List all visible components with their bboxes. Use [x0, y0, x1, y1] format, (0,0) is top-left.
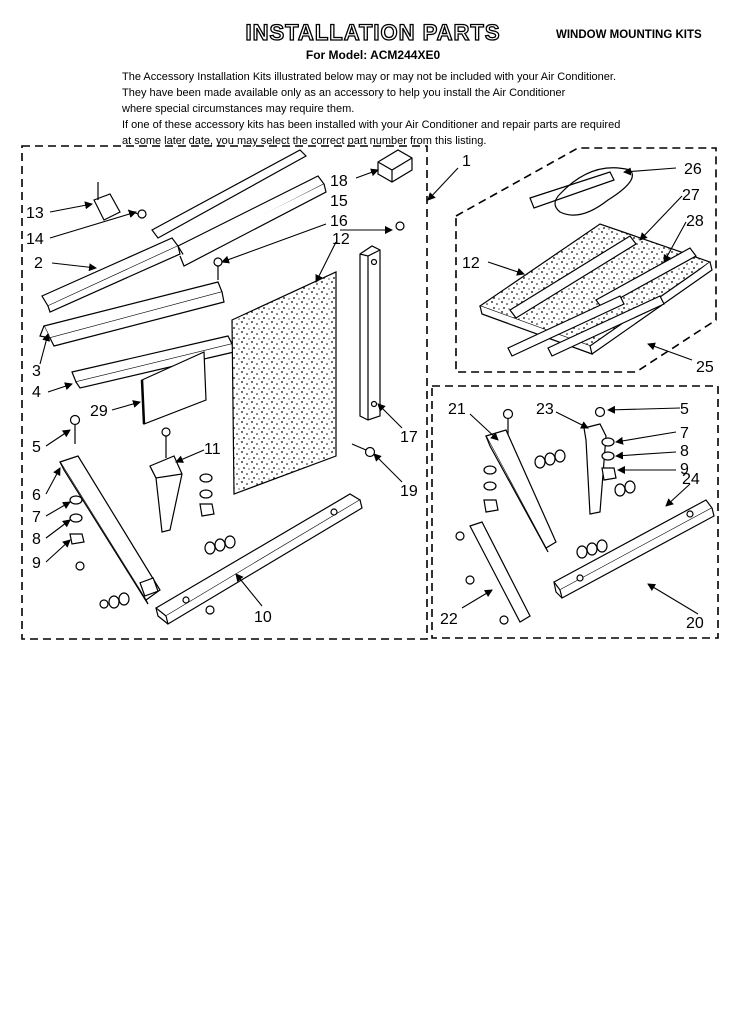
callout-21: 21 [448, 401, 466, 418]
intro-line: where special circumstances may require … [122, 103, 355, 115]
left-kit-box [21, 145, 428, 640]
callout-5: 5 [32, 439, 41, 456]
bracket-13 [93, 193, 121, 221]
callout-15: 15 [330, 193, 348, 210]
top-right-kit-box [455, 147, 717, 373]
callout-16: 16 [330, 213, 348, 230]
callout-8: 8 [32, 531, 41, 548]
callout-11: 11 [204, 441, 221, 458]
callout-26: 26 [684, 161, 702, 178]
channel-tr-2 [547, 295, 665, 357]
callout-23: 23 [536, 401, 554, 418]
top-right-kit-parts [478, 167, 713, 357]
arm-22 [469, 521, 531, 623]
arm-6 [59, 455, 161, 601]
page-title: INSTALLATION PARTS [245, 19, 501, 45]
intro-line: If one of these accessory kits has been … [122, 119, 621, 131]
callout-7: 7 [32, 509, 41, 526]
screw-15 [395, 221, 405, 231]
nut-9 [69, 533, 85, 545]
gasket-26 [554, 167, 633, 216]
callout-18: 18 [330, 173, 348, 190]
screw-16 [213, 257, 223, 267]
channel-17 [359, 245, 381, 421]
screw-14 [137, 209, 147, 219]
callout-28: 28 [686, 213, 704, 230]
callout-9: 9 [32, 555, 41, 572]
intro-line: at some later date, you may select the c… [122, 135, 487, 147]
callout-3: 3 [32, 363, 41, 380]
callout-17: 17 [400, 429, 418, 446]
washer-7 [69, 495, 83, 505]
callout-6: 6 [32, 487, 41, 504]
bracket-23 [583, 423, 607, 515]
callout-12-tr: 12 [462, 255, 480, 272]
intro-line: The Accessory Installation Kits illustra… [122, 71, 617, 83]
intro-text: The Accessory Installation Kits illustra… [122, 69, 722, 149]
bolt-5 [69, 414, 81, 426]
callout-24: 24 [682, 471, 700, 488]
kit-label: WINDOW MOUNTING KITS [556, 29, 702, 41]
callout-14: 14 [26, 231, 44, 248]
callout-25: 25 [696, 359, 714, 376]
bottom-right-kit-parts [455, 406, 715, 625]
channel-tr-1 [507, 295, 625, 357]
callout-19: 19 [400, 483, 418, 500]
intro-line: They have been made available only as an… [122, 87, 566, 99]
callout-1: 1 [462, 153, 471, 170]
strip-26 [529, 171, 615, 209]
model-subtitle: For Model: ACM244XE0 [305, 48, 441, 62]
rail-27 [509, 235, 637, 319]
callout-9-br: 9 [680, 461, 689, 478]
callout-4: 4 [32, 384, 41, 401]
callout-labels: 13 14 2 3 4 29 5 6 7 8 9 11 10 18 15 16 … [26, 153, 714, 632]
callout-27: 27 [682, 187, 700, 204]
leader-lines [39, 167, 699, 615]
rail-2 [41, 237, 179, 307]
callout-5-br: 5 [680, 401, 689, 418]
callout-20: 20 [686, 615, 704, 632]
callout-10: 10 [254, 609, 272, 626]
callout-7-br: 7 [680, 425, 689, 442]
panel-12 [231, 271, 337, 495]
callout-2: 2 [34, 255, 43, 272]
bottom-right-kit-box [431, 385, 719, 639]
callout-8-br: 8 [680, 443, 689, 460]
screw-19 [364, 446, 376, 458]
rail-top-1 [151, 149, 307, 239]
kit-boundaries [21, 145, 719, 640]
callout-22: 22 [440, 611, 458, 628]
callout-12: 12 [332, 231, 350, 248]
callout-13: 13 [26, 205, 44, 222]
callout-29: 29 [90, 403, 108, 420]
arm-21 [485, 429, 557, 549]
left-kit-parts [39, 149, 413, 625]
washer-8 [69, 513, 83, 523]
rail-top-2 [177, 175, 325, 257]
